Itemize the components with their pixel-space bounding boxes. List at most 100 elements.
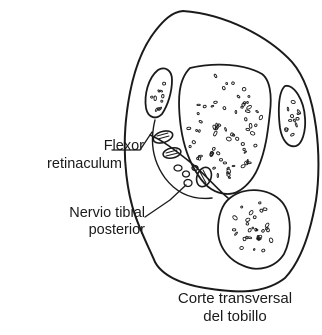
bone-stipple	[244, 117, 247, 121]
bone-stipple	[216, 123, 218, 126]
bone-stipple	[223, 162, 227, 164]
bone-stipple	[258, 202, 261, 204]
bone-stipple	[214, 101, 218, 104]
bone-stipple	[161, 94, 164, 98]
bone-stipple	[235, 137, 240, 142]
tibial-nerve-label-line1: Nervio tibial	[20, 205, 145, 222]
bone-stipple	[290, 133, 294, 137]
bone-stipple	[212, 167, 215, 170]
bone-stipple	[150, 96, 153, 99]
tibial-nerve-label-line2: posterior	[20, 222, 145, 239]
bone-stipple	[295, 123, 298, 128]
vessel-2	[183, 171, 190, 177]
bone-stipple	[192, 140, 196, 144]
bone-stipple	[237, 95, 241, 98]
bone-stipple	[269, 238, 274, 243]
bone-stipple	[252, 227, 254, 229]
caption-line-2: del tobillo	[148, 308, 322, 326]
bone-stipple	[224, 127, 227, 131]
bone-stipple	[248, 237, 252, 239]
bone-stipple	[261, 249, 265, 253]
bone-stipple	[296, 117, 299, 120]
bone-stipple	[228, 177, 230, 179]
bone-stipple	[246, 222, 249, 225]
bone-stipple	[246, 105, 252, 110]
bone-stipple	[245, 218, 250, 223]
figure-caption: Corte transversal del tobillo	[148, 290, 322, 326]
bone-stipple	[248, 210, 253, 216]
vessel-1	[174, 165, 182, 171]
bone-stipple	[187, 127, 191, 130]
bone-stipple	[249, 123, 252, 128]
bone-stipple	[226, 136, 232, 141]
bone-stipple	[234, 232, 238, 236]
bone-stipple	[219, 159, 222, 162]
bone-stipple	[246, 128, 250, 131]
bone-stipple	[263, 208, 267, 211]
bone-stipple	[290, 114, 294, 118]
bone-stipple	[253, 216, 256, 219]
bone-stipple	[197, 104, 200, 105]
bone-stipple	[189, 145, 192, 148]
caption-line-1: Corte transversal	[148, 290, 322, 308]
bone-stipple	[196, 129, 198, 131]
bone-stipple	[232, 215, 238, 221]
bone-stipple	[287, 107, 289, 111]
bone-stipple	[214, 74, 218, 78]
bone-stipple	[232, 229, 236, 231]
bone-stipple	[253, 144, 257, 147]
bone-stipple	[216, 151, 220, 155]
bone-stipple	[289, 120, 292, 122]
flexor-retinaculum-sheath	[150, 135, 228, 198]
bone-stipple	[247, 101, 249, 103]
bone-stipple	[213, 131, 218, 137]
bone-stipple	[239, 246, 243, 250]
bone-stipple	[222, 86, 226, 90]
flexor-retinaculum-label-line2: retinaculum	[2, 156, 122, 173]
bone-stipple	[162, 82, 165, 85]
bone-stipple	[154, 96, 157, 101]
bone-stipple	[243, 148, 246, 150]
bone-stipple	[248, 228, 252, 233]
bone-stipple	[223, 106, 227, 110]
bone-stipple	[203, 105, 207, 108]
bone-stipple	[297, 113, 300, 115]
bone-stipple	[198, 130, 200, 133]
bone-stipple	[293, 119, 296, 122]
bone-stipple	[161, 100, 164, 103]
right-bone	[279, 86, 305, 146]
bone-stipple	[240, 206, 243, 209]
bone-stipple	[253, 248, 255, 250]
bone-stipple	[199, 120, 203, 123]
flexor-retinaculum-label-line1: Flexor	[62, 138, 144, 155]
bone-stipple	[254, 124, 257, 128]
bone-stipple	[250, 131, 256, 136]
flexor-retinaculum-label-2: retinaculum	[2, 156, 122, 173]
bone-stipple	[261, 229, 265, 233]
bone-stipple	[255, 110, 258, 113]
bone-stipple	[248, 96, 250, 98]
bone-stipple	[244, 151, 247, 154]
bone-stipple	[285, 128, 289, 131]
bone-stipple	[259, 115, 264, 120]
lower-bone	[218, 190, 290, 269]
bone-stipple	[160, 90, 163, 92]
bone-stipple	[291, 100, 296, 104]
tibial-nerve-label: Nervio tibial posterior	[20, 205, 145, 239]
bone-stipple	[242, 87, 246, 91]
bone-stipple	[245, 110, 250, 113]
bone-stipple	[226, 82, 228, 84]
tibial-nerve-leader	[145, 185, 186, 217]
bone-stipple	[232, 165, 235, 167]
bone-stipple	[231, 81, 234, 84]
bone-stipple	[241, 106, 244, 108]
bone-stipple	[211, 105, 214, 107]
bone-stipple	[212, 147, 216, 151]
bone-stipple	[196, 157, 199, 160]
bone-stipple	[217, 173, 218, 177]
flexor-retinaculum-label: Flexor	[62, 138, 144, 155]
bone-stipple	[235, 110, 237, 113]
bone-stipple	[197, 112, 200, 115]
bone-stipple	[241, 164, 246, 168]
bone-stipple	[241, 142, 245, 145]
